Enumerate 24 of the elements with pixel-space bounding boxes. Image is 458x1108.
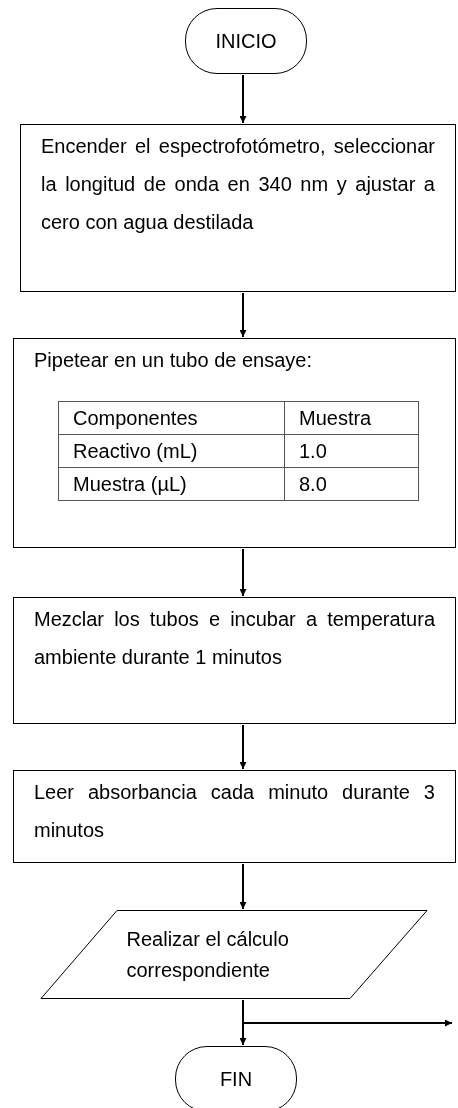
terminal-shape	[175, 1046, 297, 1108]
process-box	[20, 124, 456, 292]
table-cell: 1.0	[284, 434, 419, 468]
process-box	[13, 597, 456, 724]
arrow	[239, 863, 247, 910]
node-text: FIN	[219, 1067, 253, 1092]
table-cell: Reactivo (mL)	[58, 434, 285, 468]
arrow	[239, 74, 247, 124]
node-text: INICIO	[215, 29, 277, 54]
node-text: Realizar el cálculo correspondiente	[126, 927, 289, 981]
node-text: Encender el espectrofotómetro, seleccionar la longitud de onda en 340 nm y ajustar a cero con agua destilada	[41, 135, 435, 233]
table-cell: Componentes	[58, 401, 285, 435]
arrow	[239, 292, 247, 338]
process-box	[13, 770, 456, 863]
arrow	[242, 999, 453, 1027]
node-text: Pipetear en un tubo de ensaye:	[34, 349, 312, 371]
process-box	[13, 338, 456, 548]
table-cell: Muestra (µL)	[58, 467, 285, 501]
arrow	[239, 548, 247, 597]
table-cell: 8.0	[284, 467, 419, 501]
node-text: Leer absorbancia cada minuto durante 3 minutos	[34, 781, 435, 841]
table-cell: Muestra	[284, 401, 419, 435]
node-text: Mezclar los tubos e incubar a temperatura ambiente durante 1 minutos	[34, 608, 435, 668]
arrow	[239, 724, 247, 770]
